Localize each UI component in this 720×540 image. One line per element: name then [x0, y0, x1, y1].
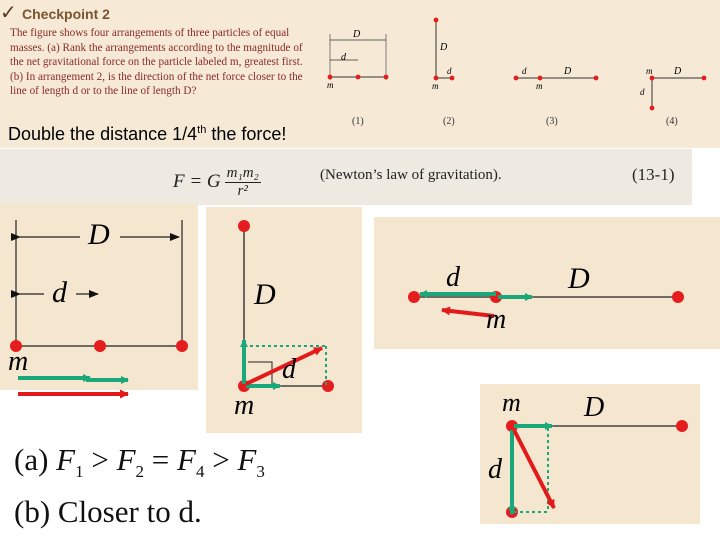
label-D-panel4: D [584, 392, 605, 423]
particle [10, 340, 22, 352]
panel-arrangement-3 [374, 217, 720, 349]
answer-a: (a) F1 > F2 = F4 > F3 [14, 442, 265, 482]
particle [94, 340, 106, 352]
small-label-D2: D [440, 42, 448, 53]
label-d-panel1: d [52, 276, 67, 309]
answer-block: (a) F1 > F2 = F4 > F3 (b) Closer to d. [14, 440, 265, 532]
label-D-panel2: D [254, 278, 276, 311]
arrangement-number-3: (3) [546, 116, 558, 127]
label-m-panel3: m [486, 304, 507, 335]
equation-number: (13-1) [632, 165, 675, 184]
small-label-d4: d [640, 87, 645, 97]
small-label-m2: m [432, 81, 439, 91]
small-label-m3: m [536, 81, 543, 91]
small-label-d1: d [341, 52, 346, 63]
particle [672, 291, 684, 303]
label-d-panel4: d [488, 454, 502, 485]
particle [176, 340, 188, 352]
small-label-m4: m [646, 66, 653, 76]
net-force-arrow [245, 346, 323, 386]
arrangement-number-1: (1) [352, 116, 364, 127]
small-label-d2: d [447, 66, 452, 76]
checkmark-icon: ✓ [0, 2, 17, 24]
small-arrangements-figure [327, 17, 707, 111]
particle [649, 105, 655, 111]
particle [322, 380, 334, 392]
particle [433, 75, 439, 81]
label-D-panel3: D [568, 262, 590, 295]
answer-b: (b) Closer to d. [14, 494, 202, 530]
particle [355, 74, 361, 80]
particle [676, 420, 688, 432]
particle [433, 17, 439, 23]
particle [649, 75, 655, 81]
particle [449, 75, 455, 81]
small-label-D3: D [564, 66, 572, 77]
particle [408, 291, 420, 303]
panel-arrangement-1 [0, 204, 198, 390]
checkpoint-title: Checkpoint 2 [22, 6, 110, 22]
particle [506, 420, 518, 432]
panel-arrangement-4 [480, 384, 700, 524]
particle [593, 75, 599, 81]
small-label-D1: D [353, 29, 361, 40]
label-d-panel2: d [282, 354, 296, 385]
checkpoint-question: The figure shows four arrangements of th… [10, 27, 303, 98]
equation-name: (Newton’s law of gravitation). [320, 167, 502, 183]
particle [537, 75, 543, 81]
arrangement-number-2: (2) [443, 116, 455, 127]
small-label-D4: D [674, 66, 682, 77]
label-D-panel1: D [88, 218, 110, 251]
particle [701, 75, 707, 81]
checkpoint-strip [0, 0, 720, 148]
particle [513, 75, 519, 81]
small-label-d3: d [522, 66, 527, 76]
net-force-arrow [512, 429, 556, 509]
particle [383, 74, 389, 80]
label-d-panel3: d [446, 262, 460, 293]
arrangement-number-4: (4) [666, 116, 678, 127]
distance-note: Double the distance 1/4th the force! [8, 124, 287, 144]
panel-arrangement-2 [206, 207, 362, 433]
net-force-arrow [441, 306, 495, 318]
particle [238, 220, 250, 232]
particle [327, 74, 333, 80]
label-m-panel2: m [234, 390, 255, 421]
label-m-panel4: m [502, 388, 521, 417]
label-m-panel1: m [8, 346, 29, 377]
small-label-m1: m [327, 80, 334, 90]
equation-box [0, 149, 692, 205]
